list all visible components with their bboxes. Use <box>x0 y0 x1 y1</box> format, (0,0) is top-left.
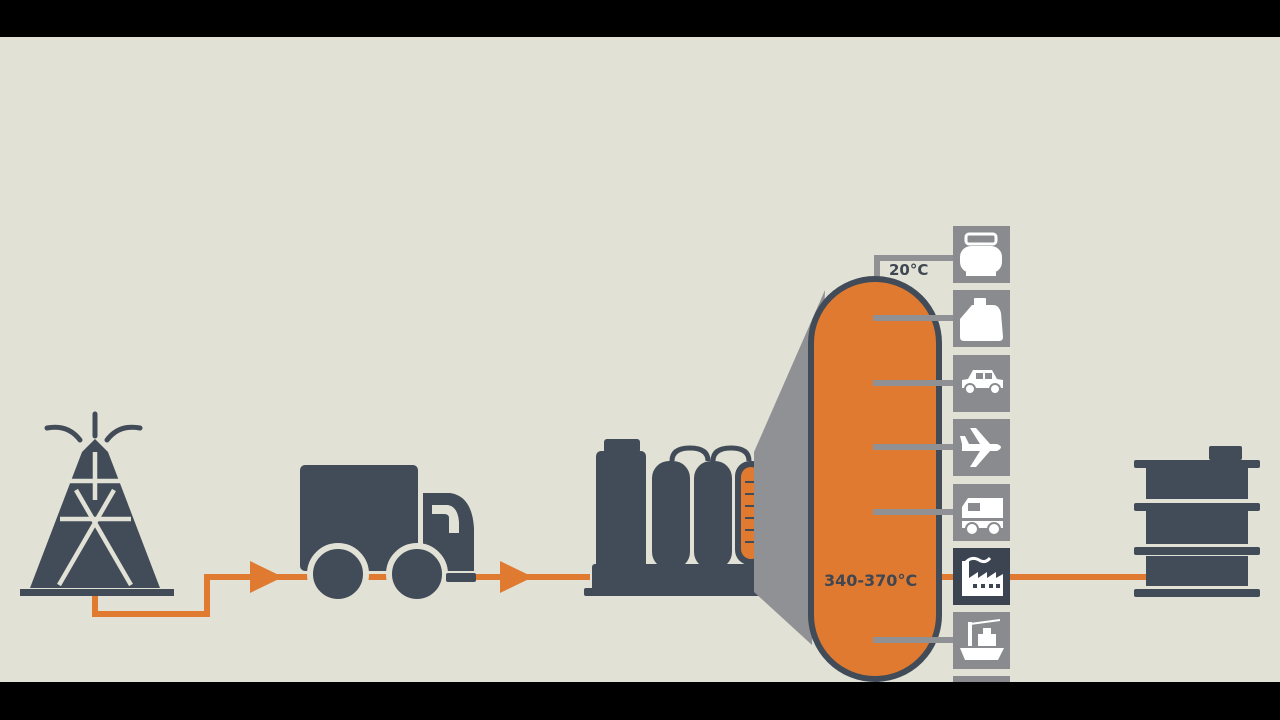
propane-tank-icon <box>960 232 1002 276</box>
truck-icon <box>960 498 1004 536</box>
product-item-jet-fuel <box>953 419 1010 476</box>
flow-arrow-icon <box>250 561 283 593</box>
product-item-shipping <box>953 612 1010 669</box>
transport-truck-icon <box>300 465 476 605</box>
ship-icon <box>960 619 1004 660</box>
product-item-petrol <box>953 290 1010 347</box>
flow-arrows <box>250 561 533 593</box>
product-item-diesel-car <box>953 355 1010 412</box>
product-item-industry <box>953 548 1010 605</box>
car-icon <box>962 370 1003 395</box>
top-outlet-pipe <box>874 255 955 285</box>
jerrycan-icon <box>960 298 1003 341</box>
flow-arrow-icon <box>500 561 533 593</box>
product-icons <box>953 226 1010 682</box>
top-temperature-label: 20°C <box>889 261 928 279</box>
factory-icon <box>962 556 1003 596</box>
fraction-draw-pipes <box>873 315 955 643</box>
oil-derrick-icon <box>20 411 174 596</box>
distillation-column: 20°C 340-370°C <box>808 255 955 686</box>
product-item-heavy-vehicle <box>953 484 1010 541</box>
zoom-wedge <box>754 290 825 645</box>
column-body <box>808 276 942 682</box>
oil-barrels-icon <box>1134 446 1260 597</box>
product-item-cutoff <box>953 676 1010 682</box>
letterbox-bottom <box>0 682 1280 720</box>
refinery-icon <box>584 439 780 596</box>
product-item-gas <box>953 226 1010 283</box>
bottom-temperature-label: 340-370°C <box>824 571 917 590</box>
airplane-icon <box>960 428 1001 467</box>
